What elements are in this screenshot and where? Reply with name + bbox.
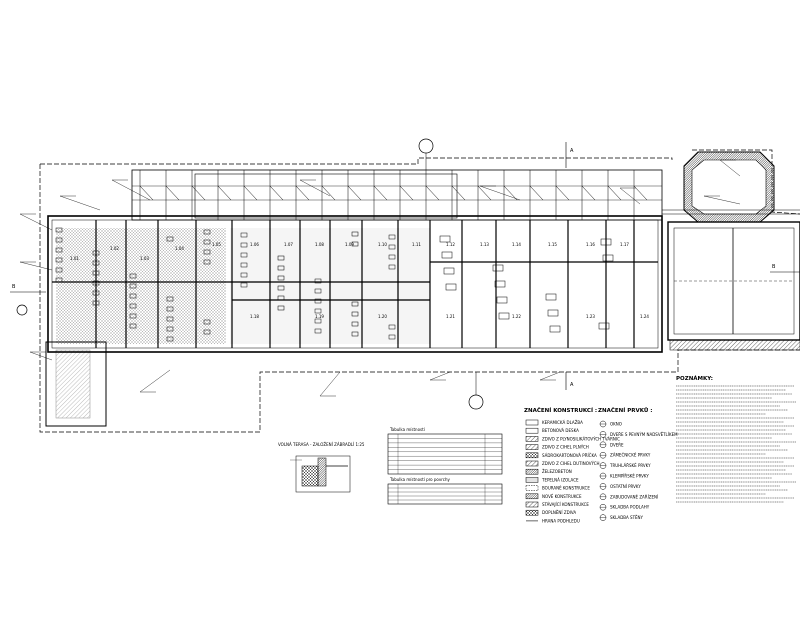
room-number: 1.21 — [446, 314, 455, 319]
legend-construction-item: DOPLNĚNÍ ZDIVA — [525, 509, 576, 516]
legend-construction-label: ZDIVO Z CIHEL PLNÝCH — [542, 445, 589, 450]
detail-title: VOLNÁ TERASA - ZALOŽENÍ ZÁBRADLÍ 1:25 — [278, 442, 365, 447]
legend-symbol-item: KLEMPÍŘSKÉ PRVKY — [599, 472, 649, 480]
room-table-2-title: Tabulka místností pro povrchy — [389, 477, 451, 482]
right-wing — [667, 221, 800, 351]
legend-symbol-item: DVEŘE S PEVNÝM NADSVĚTLÍKEM — [599, 431, 678, 438]
legend-construction-item: HRANA PODHLEDU — [526, 518, 580, 523]
legend-construction-label: HRANA PODHLEDU — [542, 518, 580, 523]
legend-symbol-label: OKNO — [610, 422, 622, 427]
notes-title: POZNÁMKY: — [676, 375, 713, 382]
room-number: 1.20 — [378, 314, 387, 319]
legend-symbol-item: TRUHLÁŘSKÉ PRVKY — [599, 462, 651, 469]
legend-construction-label: ZDIVO Z CIHEL DUTINOVÝCH — [542, 461, 600, 466]
legend-symbol-item: SKLADBA STĚNY — [599, 514, 644, 521]
legend-symbol-label: SKLADBA PODLAHY — [610, 505, 650, 510]
legend-symbol-item: OSTATNÍ PRVKY — [599, 483, 641, 490]
legend-construction-label: BETONOVÁ DESKA — [542, 428, 579, 433]
legend-construction-item: BOURANÉ KONSTRUKCE — [525, 485, 590, 491]
room-number: 1.16 — [586, 242, 595, 247]
room-number: 1.11 — [412, 242, 421, 247]
legend-construction-item: SÁDROKARTONOVÁ PŘÍČKA — [525, 452, 597, 459]
octagon-structure — [683, 151, 775, 223]
legend-symbol-item: OKNO — [599, 420, 622, 428]
legend-symbol-item: ZÁMEČNICKÉ PRVKY — [599, 451, 651, 459]
legend-construction-item: NOVÉ KONSTRUKCE — [525, 493, 582, 500]
legend-symbol-item: SKLADBA PODLAHY — [599, 503, 650, 511]
room-number: 1.24 — [640, 314, 649, 319]
axis-bubble-bottom — [468, 394, 484, 410]
room-number: 1.22 — [512, 314, 521, 319]
legend-construction-label: TEPELNÁ IZOLACE — [541, 477, 579, 482]
legend-symbol-label: OSTATNÍ PRVKY — [610, 484, 641, 489]
room-number: 1.05 — [212, 242, 221, 247]
legend-construction-label: KERAMICKÁ DLAŽBA — [542, 420, 583, 425]
room-number: 1.07 — [284, 242, 293, 247]
room-number: 1.17 — [620, 242, 629, 247]
legend-construction-label: ŽELEZOBETON — [542, 469, 572, 474]
legend-construction-label: ZDIVO Z PLYNOSILIKÁTOVÝCH TVÁRNIC — [542, 436, 620, 441]
canopy-structure — [131, 169, 663, 221]
axis-bubble-left — [16, 304, 28, 316]
legend-constructions-title: ZNAČENÍ KONSTRUKCÍ : — [524, 406, 597, 414]
room-table-2: Tabulka místností pro povrchy — [387, 477, 503, 505]
axis-bubble-top — [418, 138, 434, 154]
legend-symbols-title: ZNAČENÍ PRVKŮ : — [598, 406, 652, 414]
room-number: 1.01 — [70, 256, 79, 261]
plan: 1.01 1.02 1.03 1.04 1.05 1.06 1.07 1.08 1.09 1.10… — [10, 138, 800, 433]
room-number: 1.03 — [140, 256, 149, 261]
section-marker-b-left: B — [10, 284, 46, 293]
legend-symbol-label: SKLADBA STĚNY — [610, 515, 644, 520]
legend-symbol-item: DVEŘE — [599, 441, 624, 449]
notes-block: POZNÁMKY: — [676, 375, 796, 503]
legend-symbol-label: ZABUDOVANÉ ZAŘÍZENÍ — [610, 494, 659, 499]
section-marker-b-right: B — [770, 264, 800, 273]
room-number: 1.15 — [548, 242, 557, 247]
legend-construction-item: STÁVAJÍCÍ KONSTRUKCE — [525, 501, 589, 508]
legend-construction-label: STÁVAJÍCÍ KONSTRUKCE — [542, 502, 589, 507]
legend-constructions: ZNAČENÍ KONSTRUKCÍ : KERAMICKÁ DLAŽBA BET… — [524, 406, 620, 523]
legend-symbol-label: ZÁMEČNICKÉ PRVKY — [610, 453, 651, 458]
room-table-title: Tabulka místností — [389, 427, 426, 432]
legend-symbols: ZNAČENÍ PRVKŮ : OKNO DVEŘE S PEVNÝM NADSV… — [598, 406, 678, 521]
section-marker-a-bottom: A — [565, 372, 574, 390]
legend-construction-item: ZDIVO Z CIHEL DUTINOVÝCH — [525, 460, 600, 467]
main-building: 1.01 1.02 1.03 1.04 1.05 1.06 1.07 1.08 1.09 1.10… — [45, 215, 663, 427]
room-number: 1.09 — [345, 242, 354, 247]
room-number: 1.06 — [250, 242, 259, 247]
legend-symbol-item: ZABUDOVANÉ ZAŘÍZENÍ — [599, 493, 659, 501]
legend-construction-item: KERAMICKÁ DLAŽBA — [525, 419, 583, 426]
room-number: 1.08 — [315, 242, 324, 247]
room-number: 1.18 — [250, 314, 259, 319]
section-a-bottom-label: A — [570, 382, 574, 388]
legend-symbol-label: DVEŘE S PEVNÝM NADSVĚTLÍKEM — [610, 432, 678, 437]
room-number: 1.02 — [110, 246, 119, 251]
section-marker-a-top: A — [565, 142, 574, 168]
legend-construction-item: ZDIVO Z CIHEL PLNÝCH — [525, 444, 589, 450]
legend-construction-label: SÁDROKARTONOVÁ PŘÍČKA — [542, 453, 597, 458]
legend-construction-item: BETONOVÁ DESKA — [525, 427, 579, 434]
legend-construction-label: NOVÉ KONSTRUKCE — [542, 494, 582, 499]
room-number: 1.13 — [480, 242, 489, 247]
room-number: 1.19 — [315, 314, 324, 319]
legend-construction-item: ŽELEZOBETON — [525, 468, 572, 475]
legend-construction-label: DOPLNĚNÍ ZDIVA — [542, 510, 576, 515]
room-number: 1.10 — [378, 242, 387, 247]
room-number: 1.23 — [586, 314, 595, 319]
legend-symbol-label: KLEMPÍŘSKÉ PRVKY — [610, 474, 649, 479]
section-b-left-label: B — [12, 284, 16, 290]
legend-construction-item: TEPELNÁ IZOLACE — [525, 477, 579, 483]
legend-construction-item: ZDIVO Z PLYNOSILIKÁTOVÝCH TVÁRNIC — [525, 436, 620, 442]
room-number: 1.12 — [446, 242, 455, 247]
room-number: 1.14 — [512, 242, 521, 247]
room-number: 1.04 — [175, 246, 184, 251]
section-b-right-label: B — [772, 264, 776, 270]
detail-railing: VOLNÁ TERASA - ZALOŽENÍ ZÁBRADLÍ 1:25 — [278, 442, 365, 493]
legend-construction-label: BOURANÉ KONSTRUKCE — [542, 486, 590, 491]
legend-symbol-label: TRUHLÁŘSKÉ PRVKY — [609, 463, 651, 468]
legend-symbol-label: DVEŘE — [610, 442, 624, 447]
room-table: Tabulka místností — [387, 427, 503, 475]
section-a-top-label: A — [570, 148, 574, 154]
